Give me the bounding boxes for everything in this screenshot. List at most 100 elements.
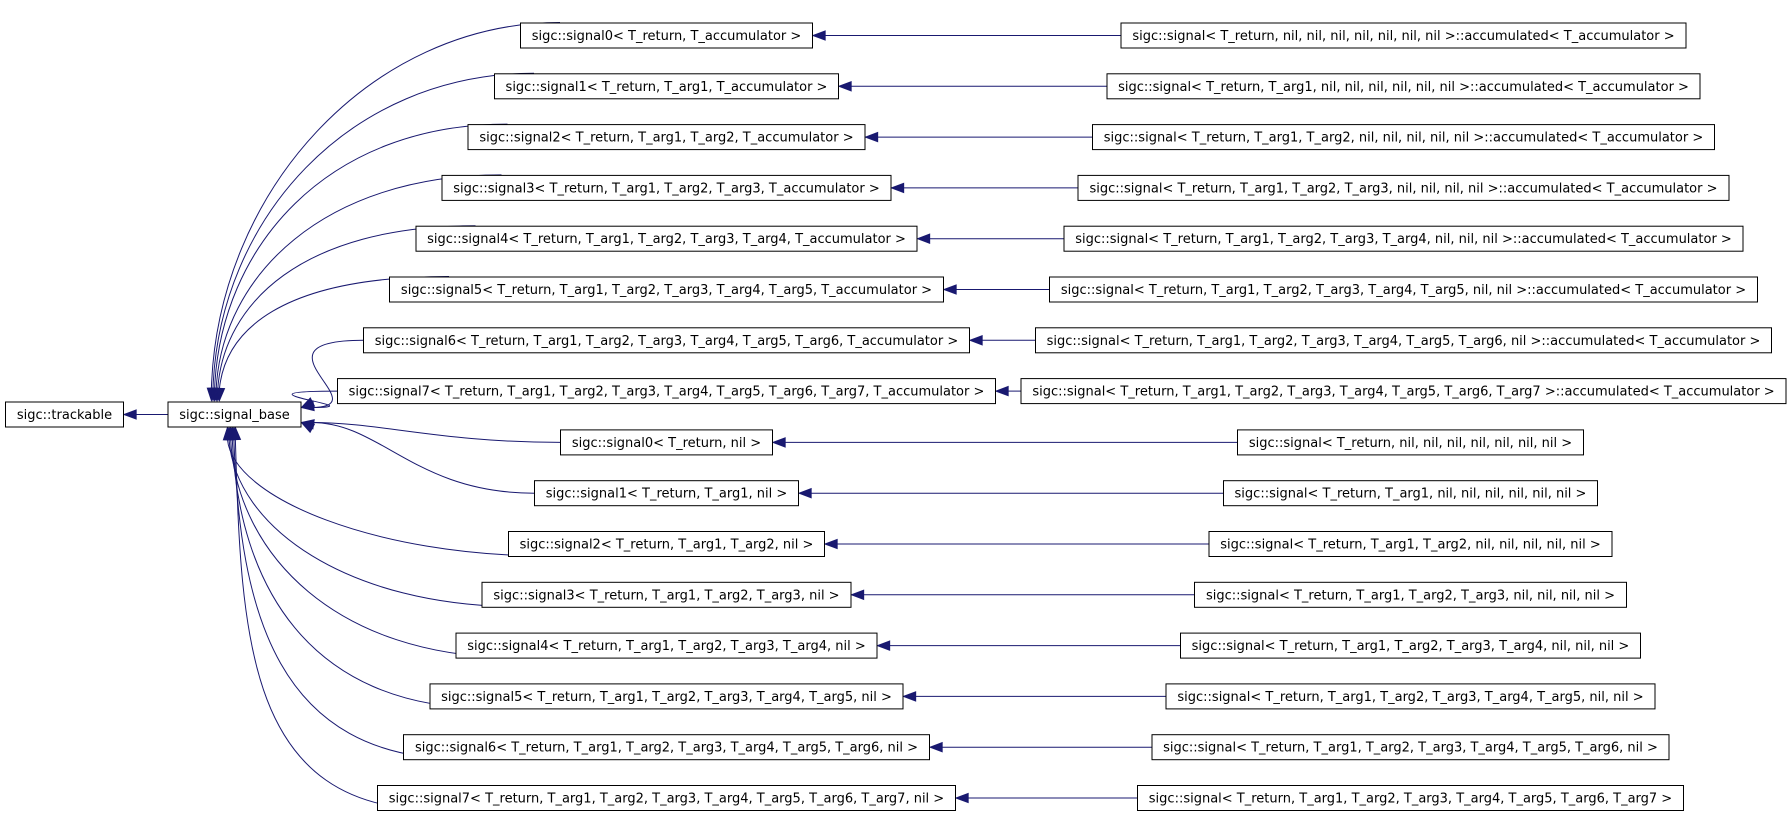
node-signal-accumulated-5[interactable]: sigc::signal< T_return, T_arg1, T_arg2, … [1049,276,1758,303]
node-signal-nil-3-box [1194,581,1627,608]
edge-accumulated-3-arrowhead [890,182,905,194]
node-signal-accumulated-4-box [1063,225,1744,252]
node-signal-accumulated-7-label: sigc::signal< T_return, T_arg1, T_arg2, … [1032,385,1774,400]
node-sigc-signal-base[interactable]: sigc::signal_base [167,401,302,428]
node-signal-accumulated-2[interactable]: sigc::signal< T_return, T_arg1, T_arg2, … [1092,124,1715,151]
edge-accumulated-6-arrowhead [968,334,983,346]
node-signal2-nil-box [508,531,825,557]
node-signal4-accumulator-box [415,225,918,252]
edge-acc2-to-signal-base [214,123,508,389]
edge-acc6-to-signal-base [311,339,364,408]
edge-nil-3-arrowhead [850,589,865,601]
node-signal4-nil[interactable]: sigc::signal4< T_return, T_arg1, T_arg2,… [455,632,878,659]
node-signal6-accumulator-box [363,327,970,354]
node-signal0-nil-label: sigc::signal0< T_return, nil > [572,436,761,451]
node-signal-nil-4-label: sigc::signal< T_return, T_arg1, T_arg2, … [1192,639,1630,654]
edge-acc5-to-signal-base [218,276,450,389]
node-signal4-accumulator-label: sigc::signal4< T_return, T_arg1, T_arg2,… [427,232,906,247]
node-signal6-nil-box [403,734,930,761]
node-signal3-accumulator-box [441,174,892,201]
node-sigc-trackable-box [5,401,124,428]
node-signal-accumulated-6[interactable]: sigc::signal< T_return, T_arg1, T_arg2, … [1035,327,1772,354]
node-signal0-nil-box [560,429,773,456]
edge-nil-2-arrowhead [823,538,838,550]
node-signal-accumulated-1[interactable]: sigc::signal< T_return, T_arg1, nil, nil… [1106,73,1701,100]
edge-acc0-to-signal-base [210,22,561,389]
edge-accumulated-2-arrowhead [864,131,879,143]
node-signal3-nil-label: sigc::signal3< T_return, T_arg1, T_arg2,… [493,588,839,603]
node-signal0-accumulator[interactable]: sigc::signal0< T_return, T_accumulator > [520,22,813,49]
edge-nil-4-arrowhead [876,640,891,651]
node-signal-accumulated-6-box [1035,327,1772,354]
node-sigc-trackable[interactable]: sigc::trackable [5,401,124,428]
edge-acc1-to-signal-base [212,72,535,389]
edge-nil5-to-signal-base [231,439,490,709]
node-signal0-accumulator-label: sigc::signal0< T_return, T_accumulator > [532,29,802,44]
node-signal2-nil[interactable]: sigc::signal2< T_return, T_arg1, T_arg2,… [508,531,825,557]
node-signal2-accumulator-label: sigc::signal2< T_return, T_arg1, T_arg2,… [479,131,853,146]
edge-acc3-to-signal-base [215,174,502,389]
node-signal7-accumulator[interactable]: sigc::signal7< T_return, T_arg1, T_arg2,… [337,378,996,405]
node-signal7-accumulator-box [337,378,996,405]
node-signal-accumulated-1-label: sigc::signal< T_return, T_arg1, nil, nil… [1118,80,1689,95]
node-signal3-nil[interactable]: sigc::signal3< T_return, T_arg1, T_arg2,… [481,581,852,608]
node-signal-nil-6-label: sigc::signal< T_return, T_arg1, T_arg2, … [1163,741,1658,756]
node-signal0-nil[interactable]: sigc::signal0< T_return, nil > [560,429,773,456]
node-signal-nil-1[interactable]: sigc::signal< T_return, T_arg1, nil, nil… [1223,480,1598,507]
node-signal1-accumulator[interactable]: sigc::signal1< T_return, T_arg1, T_accum… [494,73,839,100]
node-signal-nil-7[interactable]: sigc::signal< T_return, T_arg1, T_arg2, … [1137,785,1684,811]
node-signal7-accumulator-label: sigc::signal7< T_return, T_arg1, T_arg2,… [349,385,985,400]
node-signal-accumulated-6-label: sigc::signal< T_return, T_arg1, T_arg2, … [1047,334,1761,349]
node-signal7-nil-box [377,785,956,811]
node-signal6-nil[interactable]: sigc::signal6< T_return, T_arg1, T_arg2,… [403,734,930,761]
node-signal1-accumulator-label: sigc::signal1< T_return, T_arg1, T_accum… [506,80,828,95]
node-signal-nil-3[interactable]: sigc::signal< T_return, T_arg1, T_arg2, … [1194,581,1627,608]
node-signal-nil-6[interactable]: sigc::signal< T_return, T_arg1, T_arg2, … [1151,734,1670,761]
node-signal5-accumulator-label: sigc::signal5< T_return, T_arg1, T_arg2,… [401,283,932,298]
node-signal2-accumulator[interactable]: sigc::signal2< T_return, T_arg1, T_arg2,… [467,124,866,151]
node-signal3-accumulator[interactable]: sigc::signal3< T_return, T_arg1, T_arg2,… [441,174,892,201]
edge-nil0-to-signal-base [311,422,561,443]
node-signal1-nil[interactable]: sigc::signal1< T_return, T_arg1, nil > [534,480,799,507]
edge-nil3-to-signal-base [228,439,522,608]
edge-acc7-to-signal-base [291,390,338,408]
edge-nil-1-arrowhead [797,487,812,499]
node-signal-nil-0[interactable]: sigc::signal< T_return, nil, nil, nil, n… [1237,429,1584,456]
node-signal5-nil[interactable]: sigc::signal5< T_return, T_arg1, T_arg2,… [429,683,904,710]
node-signal-nil-5-label: sigc::signal< T_return, T_arg1, T_arg2, … [1177,690,1643,705]
edge-nil1-to-signal-base [311,422,535,494]
node-signal-accumulated-3[interactable]: sigc::signal< T_return, T_arg1, T_arg2, … [1077,174,1730,201]
node-signal-nil-4-box [1180,632,1641,659]
node-signal-nil-1-box [1223,480,1598,507]
node-signal7-nil[interactable]: sigc::signal7< T_return, T_arg1, T_arg2,… [377,785,956,811]
edge-accumulated-0-arrowhead [811,30,826,41]
node-signal-accumulated-7-box [1020,378,1787,405]
node-signal6-accumulator[interactable]: sigc::signal6< T_return, T_arg1, T_arg2,… [363,327,970,354]
node-signal-accumulated-3-box [1077,174,1730,201]
node-signal1-accumulator-box [494,73,839,100]
node-signal-nil-4[interactable]: sigc::signal< T_return, T_arg1, T_arg2, … [1180,632,1641,659]
node-signal7-nil-label: sigc::signal7< T_return, T_arg1, T_arg2,… [389,792,944,807]
node-signal5-accumulator[interactable]: sigc::signal5< T_return, T_arg1, T_arg2,… [389,276,944,303]
node-signal4-nil-box [455,632,878,659]
node-signal4-accumulator[interactable]: sigc::signal4< T_return, T_arg1, T_arg2,… [415,225,918,252]
node-signal-nil-2-label: sigc::signal< T_return, T_arg1, T_arg2, … [1220,538,1601,553]
node-signal-nil-5[interactable]: sigc::signal< T_return, T_arg1, T_arg2, … [1165,683,1656,710]
edge-nil-6-arrowhead [928,741,943,753]
node-signal-nil-2[interactable]: sigc::signal< T_return, T_arg1, T_arg2, … [1208,531,1613,557]
edge-accumulated-4-arrowhead [916,233,931,245]
node-signal-accumulated-0[interactable]: sigc::signal< T_return, nil, nil, nil, n… [1120,22,1687,49]
node-signal-accumulated-0-label: sigc::signal< T_return, nil, nil, nil, n… [1132,29,1674,44]
node-signal-accumulated-4[interactable]: sigc::signal< T_return, T_arg1, T_arg2, … [1063,225,1744,252]
node-signal6-accumulator-label: sigc::signal6< T_return, T_arg1, T_arg2,… [375,334,958,349]
inheritance-edges [122,22,1238,811]
edge-nil-0-arrowhead [771,437,786,448]
node-signal1-nil-label: sigc::signal1< T_return, T_arg1, nil > [546,487,788,502]
node-signal-nil-7-box [1137,785,1684,811]
node-signal-accumulated-7[interactable]: sigc::signal< T_return, T_arg1, T_arg2, … [1020,378,1787,405]
node-signal-nil-6-box [1151,734,1670,761]
node-sigc-signal-base-box [167,401,302,428]
node-signal-nil-0-box [1237,429,1584,456]
